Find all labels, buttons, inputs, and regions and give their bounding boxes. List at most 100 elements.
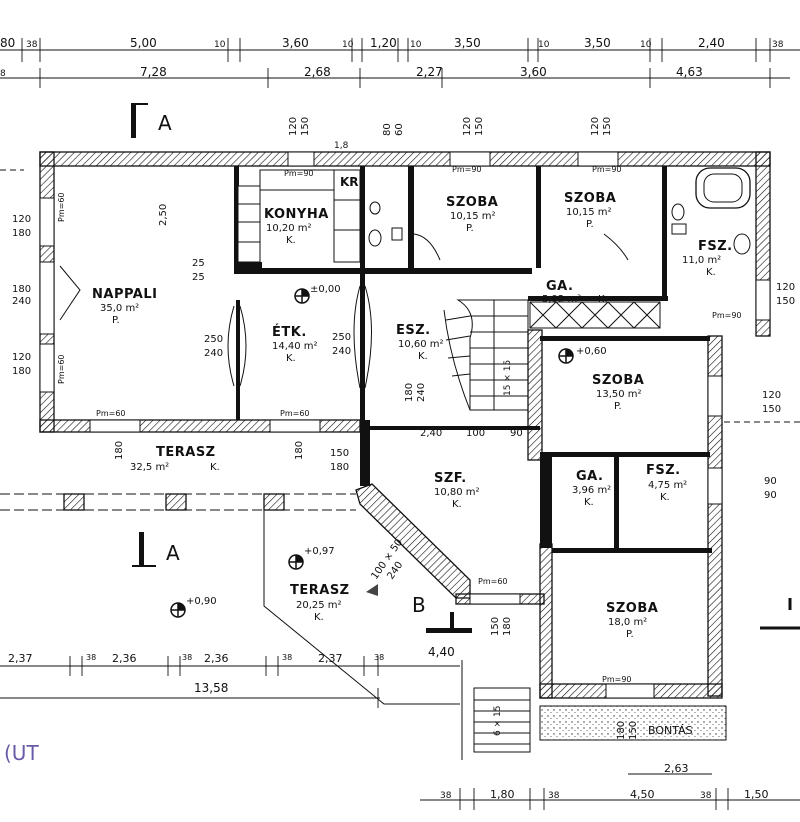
svg-text:10,15 m²: 10,15 m² (450, 211, 496, 222)
svg-text:4,75 m²: 4,75 m² (648, 480, 687, 491)
dim-top2-2: 2,68 (304, 65, 331, 79)
room-nappali: NAPPALI 35,0 m² P. (92, 287, 158, 326)
dim-top-4: 3,60 (282, 36, 309, 50)
svg-text:150: 150 (490, 617, 501, 636)
svg-text:120: 120 (288, 117, 299, 136)
dim-top-5: 10 (342, 40, 354, 50)
door-swings (59, 233, 629, 389)
level-marker: ±0,00 (294, 284, 341, 304)
dim-top-3: 10 (214, 40, 226, 50)
svg-text:Pm=90: Pm=90 (602, 675, 632, 684)
svg-text:6 × 15: 6 × 15 (493, 706, 503, 736)
svg-text:180: 180 (330, 462, 349, 473)
bontas-label: BONTÁS (648, 724, 693, 737)
svg-text:150: 150 (628, 721, 639, 740)
svg-text:TERASZ: TERASZ (290, 583, 350, 598)
svg-text:GA.: GA. (546, 279, 573, 294)
svg-text:38: 38 (86, 653, 96, 662)
svg-text:GA.: GA. (576, 469, 603, 484)
dim-top-2: 5,00 (130, 36, 157, 50)
svg-text:15 × 15: 15 × 15 (503, 360, 513, 396)
svg-text:SZF.: SZF. (434, 471, 467, 486)
bottom-dimension-chain: 2,37 38 2,36 38 2,36 38 2,37 38 13,58 4,… (0, 645, 800, 810)
svg-text:180: 180 (404, 383, 415, 402)
svg-text:Pm=90: Pm=90 (284, 169, 314, 178)
svg-text:150: 150 (474, 117, 485, 136)
svg-text:SZOBA: SZOBA (446, 195, 498, 210)
svg-text:180: 180 (12, 366, 31, 377)
svg-text:180: 180 (12, 284, 31, 295)
svg-text:KONYHA: KONYHA (264, 207, 329, 222)
terrace-outline (0, 169, 800, 705)
svg-text:25: 25 (192, 272, 205, 283)
svg-text:80: 80 (382, 123, 393, 136)
svg-text:11,0 m²: 11,0 m² (682, 255, 721, 266)
section-marker-a-bottom: A (132, 532, 180, 567)
svg-text:1,50: 1,50 (744, 788, 769, 801)
room-konyha: KONYHA 10,20 m² K. (264, 207, 329, 246)
svg-text:P.: P. (614, 401, 622, 412)
svg-text:K.: K. (660, 492, 670, 503)
room-terasz-2: TERASZ 20,25 m² K. (290, 583, 350, 623)
svg-text:P.: P. (586, 219, 594, 230)
svg-text:Pm=60: Pm=60 (96, 409, 126, 418)
svg-text:18,0 m²: 18,0 m² (608, 617, 647, 628)
room-fsz-small: FSZ. 4,75 m² K. (646, 463, 687, 503)
svg-text:Pm=60: Pm=60 (478, 577, 508, 586)
demolition-strip: BONTÁS (539, 705, 727, 741)
svg-text:60: 60 (394, 123, 405, 136)
svg-text:150: 150 (762, 404, 781, 415)
svg-text:K.: K. (598, 294, 608, 305)
svg-text:120: 120 (12, 352, 31, 363)
svg-text:3,96 m²: 3,96 m² (572, 485, 611, 496)
svg-text:K.: K. (452, 499, 462, 510)
exterior-walls (39, 151, 771, 699)
svg-text:2,63: 2,63 (664, 762, 689, 775)
svg-text:250: 250 (204, 334, 223, 345)
level-marker: +0,90 (170, 596, 217, 618)
svg-text:2,37: 2,37 (8, 652, 33, 665)
svg-text:150: 150 (300, 117, 311, 136)
svg-text:150: 150 (602, 117, 613, 136)
svg-text:ÉTK.: ÉTK. (272, 324, 307, 340)
room-fsz-top: FSZ. 11,0 m² K. (682, 239, 732, 278)
room-szoba-1: SZOBA 10,15 m² P. (446, 195, 498, 234)
room-szoba-4: SZOBA 18,0 m² P. (606, 601, 658, 640)
windows (39, 151, 771, 699)
dim-top-9: 10 (538, 40, 550, 50)
level-marker: +0,97 (288, 546, 335, 570)
svg-text:P.: P. (466, 223, 474, 234)
svg-text:180: 180 (294, 441, 305, 460)
svg-text:NAPPALI: NAPPALI (92, 287, 158, 302)
room-esz: ESZ. 10,60 m² K. (396, 323, 444, 362)
svg-text:K.: K. (706, 267, 716, 278)
dim-top-8: 3,50 (454, 36, 481, 50)
garage-shelving (529, 301, 661, 329)
svg-text:180: 180 (114, 441, 125, 460)
level-marker: +0,60 (558, 346, 607, 364)
svg-text:+0,90: +0,90 (186, 596, 217, 607)
svg-text:38: 38 (700, 791, 712, 801)
svg-text:Pm=90: Pm=90 (452, 165, 482, 174)
dim-top-7: 10 (410, 40, 422, 50)
svg-text:38: 38 (548, 791, 560, 801)
svg-text:1,80: 1,80 (490, 788, 515, 801)
svg-text:150: 150 (330, 448, 349, 459)
svg-text:4,40: 4,40 (428, 645, 455, 659)
svg-text:Pm=60: Pm=60 (280, 409, 310, 418)
section-marker-a-top: A (131, 103, 172, 138)
svg-text:240: 240 (416, 383, 427, 402)
svg-text:4,50: 4,50 (630, 788, 655, 801)
svg-text:180: 180 (616, 721, 627, 740)
dim-top-6: 1,20 (370, 36, 397, 50)
svg-text:38: 38 (374, 653, 384, 662)
svg-text:1,8: 1,8 (334, 141, 349, 151)
svg-text:+0,97: +0,97 (304, 546, 335, 557)
dim-top-0: 80 (0, 36, 15, 50)
svg-text:120: 120 (462, 117, 473, 136)
svg-text:±0,00: ±0,00 (310, 284, 341, 295)
svg-text:13,50 m²: 13,50 m² (596, 389, 642, 400)
svg-text:K.: K. (314, 612, 324, 623)
section-marker-b: B (412, 593, 472, 633)
